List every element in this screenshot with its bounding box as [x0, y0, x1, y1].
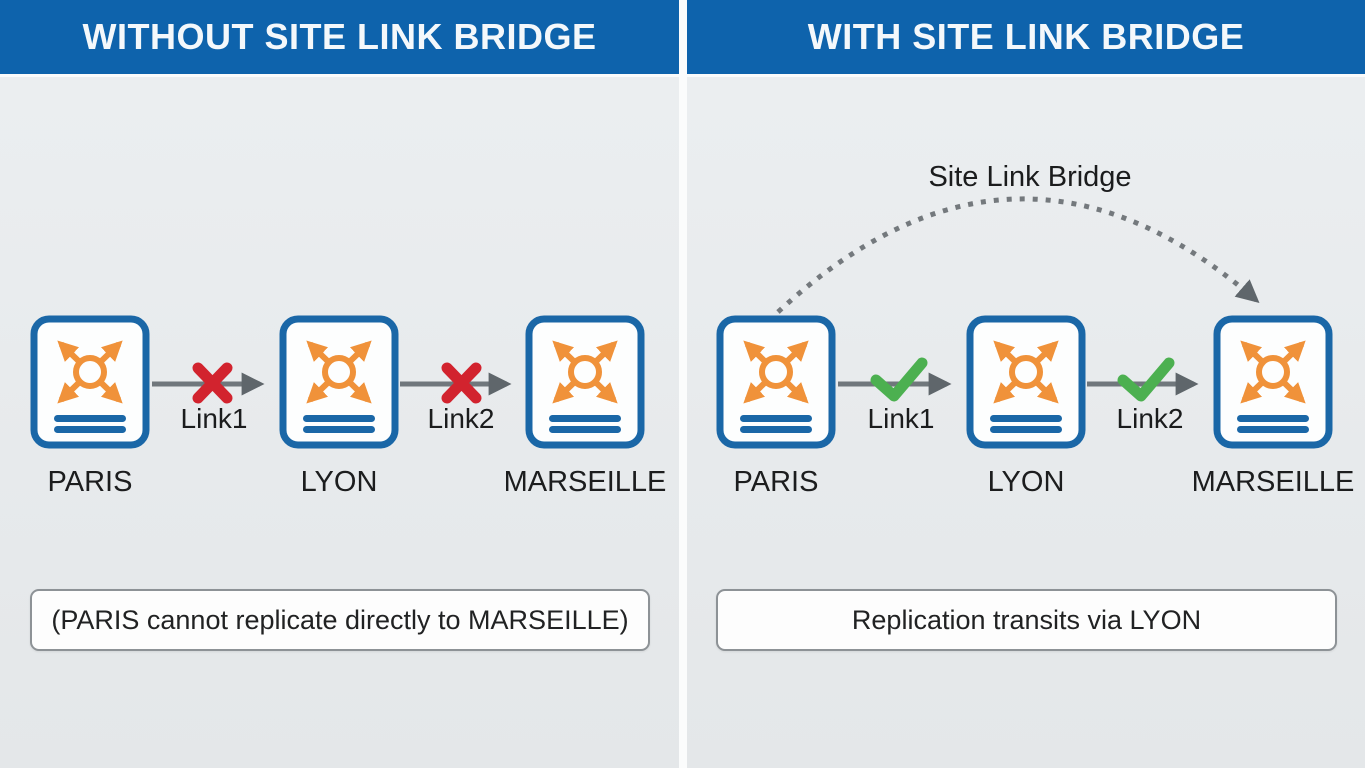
header-title-right: WITH SITE LINK BRIDGE — [807, 16, 1245, 57]
site-label-marseille-left: MARSEILLE — [503, 466, 667, 498]
site-label-lyon-left: LYON — [300, 466, 378, 498]
header-title-left: WITHOUT SITE LINK BRIDGE — [82, 16, 597, 57]
caption-text-left: (PARIS cannot replicate directly to MARS… — [51, 604, 629, 635]
caption-text-right: Replication transits via LYON — [851, 604, 1202, 635]
site-label-paris-left: PARIS — [47, 466, 133, 498]
link1-label-left: Link1 — [180, 403, 248, 434]
link2-label-right: Link2 — [1116, 403, 1184, 434]
panel-divider — [679, 0, 687, 768]
site-label-marseille-right: MARSEILLE — [1191, 466, 1355, 498]
caption-without-bridge: (PARIS cannot replicate directly to MARS… — [30, 589, 650, 651]
site-node-marseille-left — [525, 315, 645, 449]
header-without-bridge: WITHOUT SITE LINK BRIDGE — [0, 0, 679, 74]
link2-label-left: Link2 — [427, 403, 495, 434]
site-replication-icon — [279, 315, 399, 449]
site-replication-icon — [525, 315, 645, 449]
site-label-lyon-right: LYON — [987, 466, 1065, 498]
site-replication-icon — [966, 315, 1086, 449]
bridge-label: Site Link Bridge — [928, 161, 1132, 193]
site-node-paris-left — [30, 315, 150, 449]
link1-label-right: Link1 — [867, 403, 935, 434]
site-node-paris-right — [716, 315, 836, 449]
header-with-bridge: WITH SITE LINK BRIDGE — [687, 0, 1365, 74]
caption-with-bridge: Replication transits via LYON — [716, 589, 1337, 651]
site-node-marseille-right — [1213, 315, 1333, 449]
site-replication-icon — [30, 315, 150, 449]
site-replication-icon — [1213, 315, 1333, 449]
site-node-lyon-right — [966, 315, 1086, 449]
site-replication-icon — [716, 315, 836, 449]
site-node-lyon-left — [279, 315, 399, 449]
site-label-paris-right: PARIS — [733, 466, 819, 498]
